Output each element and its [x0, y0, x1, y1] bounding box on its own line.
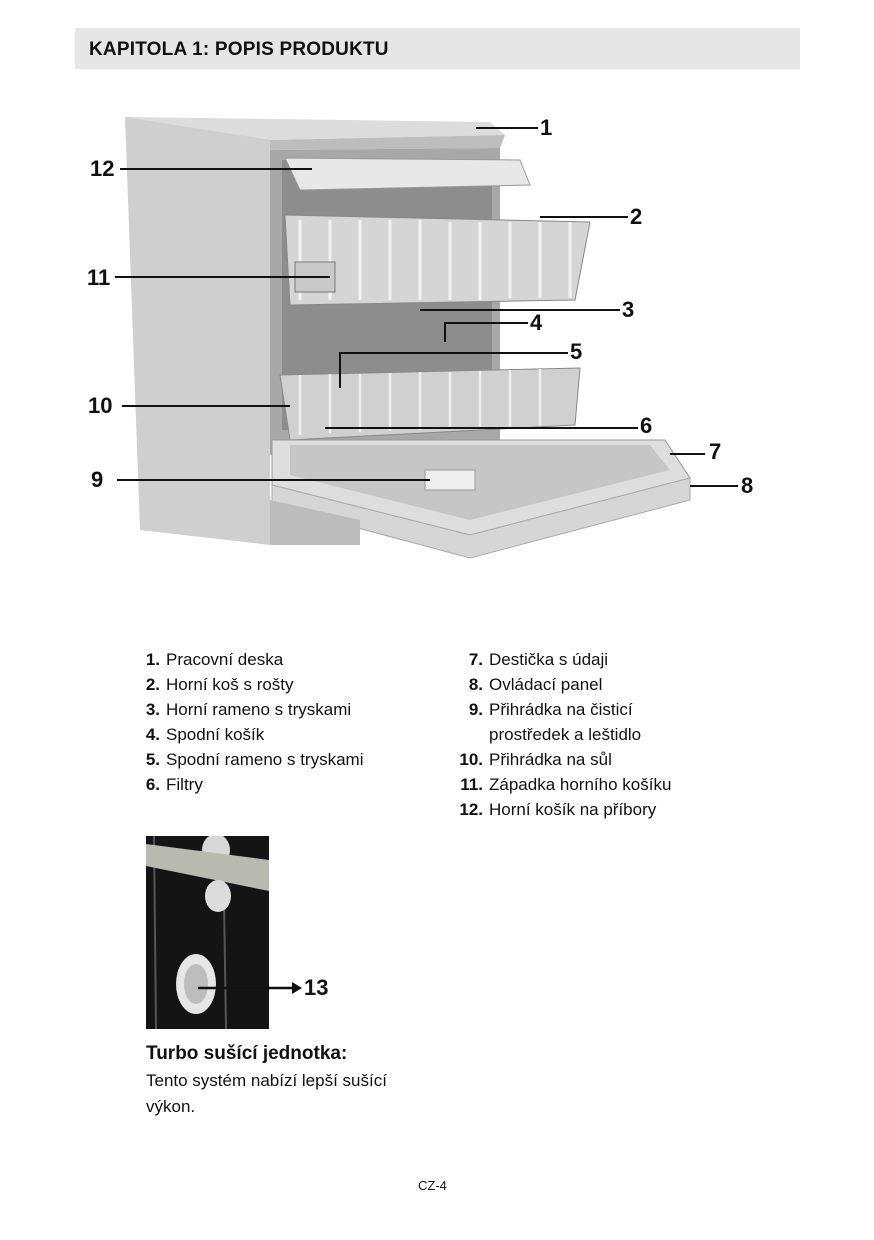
list-item: 2. Horní koš s rošty	[140, 672, 363, 697]
callout-1: 1	[540, 115, 552, 140]
item-label: Horní košík na příbory	[489, 800, 657, 819]
item-label: Ovládací panel	[489, 675, 603, 694]
item-label: Pracovní deska	[166, 650, 284, 669]
turbo-dryer-photo: 13	[146, 836, 328, 1030]
parts-list-left: 1. Pracovní deska 2. Horní koš s rošty 3. H…	[140, 647, 364, 797]
item-label: Přihrádka na sůl	[489, 750, 612, 769]
item-number: 12.	[459, 800, 483, 819]
item-label: Horní koš s rošty	[166, 675, 294, 694]
callout-9: 9	[91, 467, 103, 492]
item-number: 4.	[145, 725, 160, 744]
list-item: 8. Ovládací panel	[455, 672, 671, 697]
list-item: 7. Destička s údaji	[455, 647, 671, 672]
item-number: 10.	[459, 750, 483, 769]
item-number: 3.	[145, 700, 160, 719]
item-label: Spodní rameno s tryskami	[166, 750, 364, 769]
callout-11: 11	[87, 265, 110, 290]
turbo-title: Turbo sušící jednotka:	[146, 1043, 348, 1064]
item-number: 9.	[468, 700, 483, 719]
callout-7: 7	[709, 439, 721, 464]
list-item: 10. Přihrádka na sůl	[455, 747, 671, 772]
list-item: 11. Západka horního košíku	[455, 772, 671, 797]
list-item-continuation: prostředek a leštidlo	[455, 722, 671, 747]
item-number: 8.	[468, 675, 483, 694]
item-label: Západka horního košíku	[489, 775, 672, 794]
item-label: prostředek a leštidlo	[489, 725, 642, 744]
list-item: 12. Horní košík na příbory	[455, 797, 671, 822]
item-label: Spodní košík	[166, 725, 265, 744]
turbo-description: Tento systém nabízí lepší sušící výkon.	[146, 1071, 387, 1116]
item-label: Horní rameno s tryskami	[166, 700, 352, 719]
callout-lines	[115, 127, 738, 487]
item-number: 2.	[145, 675, 160, 694]
callout-3: 3	[622, 297, 634, 322]
dishwasher-diagram: 1 2 3 4 5 6 7 8 9 10 11 12	[87, 115, 753, 559]
list-item: 9. Přihrádka na čisticí	[455, 697, 671, 722]
item-number: 6.	[145, 775, 160, 794]
list-item: 3. Horní rameno s tryskami	[140, 697, 363, 722]
item-number: 5.	[145, 750, 160, 769]
callout-10: 10	[88, 393, 112, 418]
chapter-header: KAPITOLA 1: POPIS PRODUKTU	[75, 28, 800, 69]
item-number: 1.	[145, 650, 160, 669]
list-item: 5. Spodní rameno s tryskami	[140, 747, 364, 772]
list-item: 6. Filtry	[140, 772, 363, 797]
callout-8: 8	[741, 473, 753, 498]
chapter-title: KAPITOLA 1: POPIS PRODUKTU	[89, 39, 389, 60]
callout-13: 13	[304, 975, 328, 1000]
item-number: 7.	[468, 650, 483, 669]
item-number: 11.	[460, 775, 483, 794]
parts-list-right: 7. Destička s údaji 8. Ovládací panel 9. Př…	[455, 647, 671, 822]
item-label: Přihrádka na čisticí	[489, 700, 633, 719]
item-label: Destička s údaji	[489, 650, 609, 669]
callout-6: 6	[640, 413, 652, 438]
list-item: 1. Pracovní deska	[140, 647, 363, 672]
item-label: Filtry	[166, 775, 203, 794]
callout-4: 4	[530, 310, 543, 335]
dishwasher-illustration	[125, 117, 691, 559]
list-item: 4. Spodní košík	[140, 722, 363, 747]
page-number: CZ-4	[418, 1178, 447, 1193]
callout-2: 2	[630, 204, 642, 229]
callout-5: 5	[570, 339, 582, 364]
callout-12: 12	[90, 156, 114, 181]
